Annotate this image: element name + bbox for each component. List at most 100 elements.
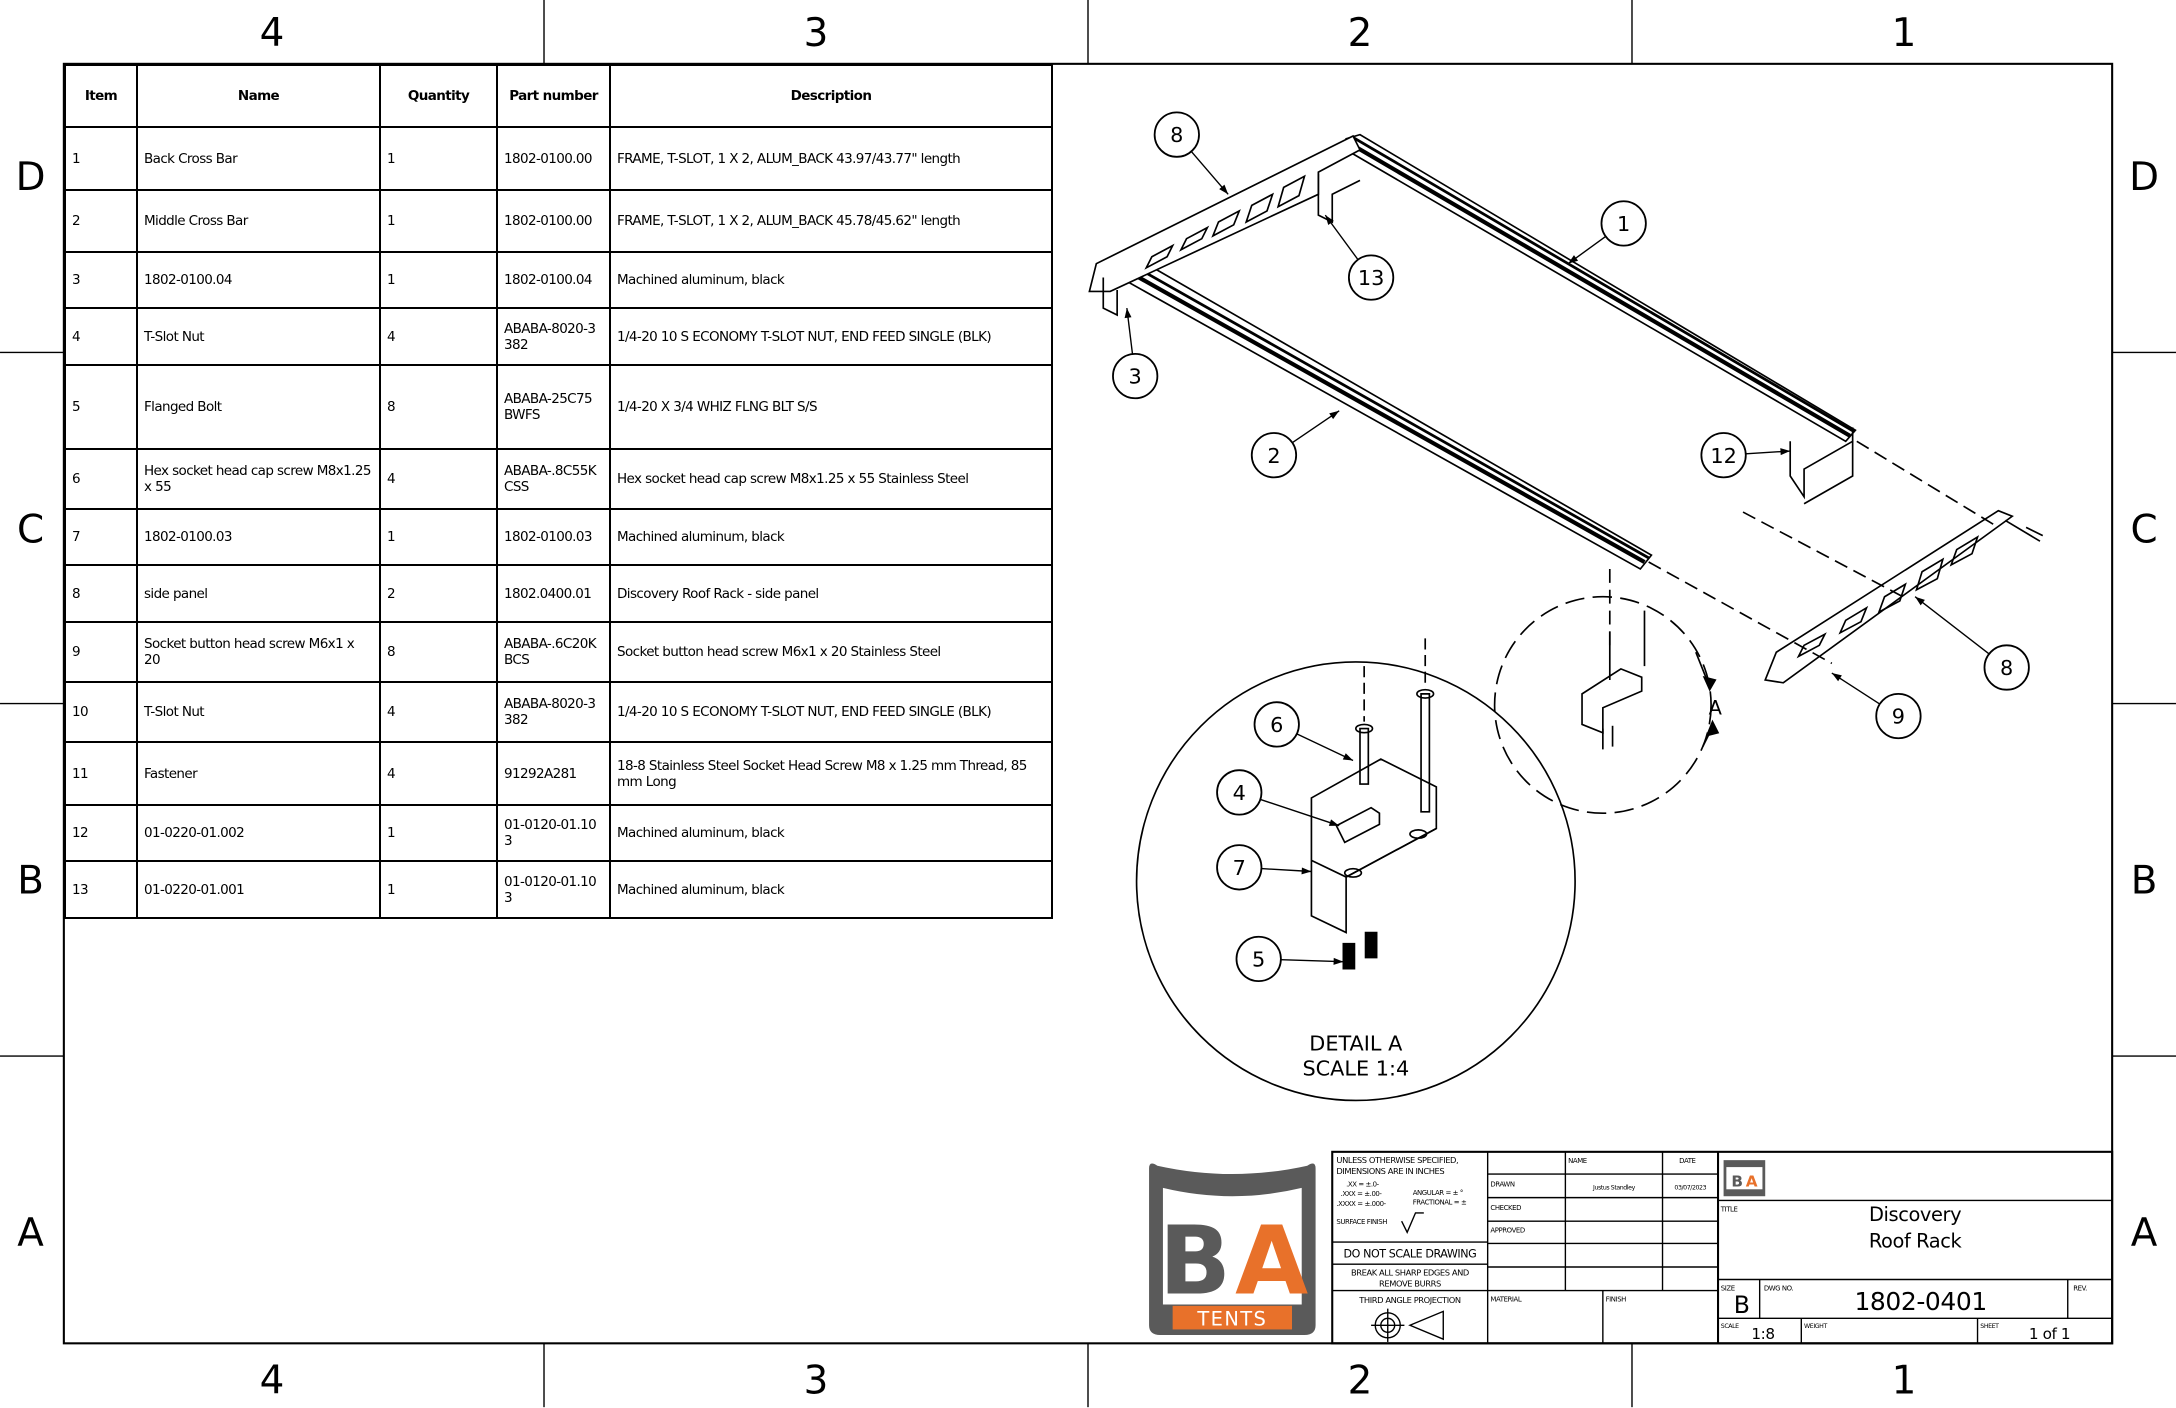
bom-cell-description: 18-8 Stainless Steel Socket Head Screw M… <box>609 741 1053 806</box>
zone-row-c-right: C <box>2131 508 2158 553</box>
sheet-size: B <box>1734 1291 1750 1319</box>
tolerance-note-2: DIMENSIONS ARE IN INCHES <box>1336 1166 1444 1176</box>
bom-cell-item: 4 <box>64 307 138 366</box>
balloon-circle <box>1875 692 1922 740</box>
balloon-circle <box>1216 769 1263 816</box>
drawn-label: DRAWN <box>1490 1181 1514 1189</box>
bom-cell-name: Middle Cross Bar <box>136 189 381 253</box>
bom-cell-description: Machined aluminum, black <box>609 251 1053 309</box>
arrowhead <box>1328 819 1340 826</box>
bom-cell-quantity: 4 <box>379 681 498 743</box>
bom-cell-description: Machined aluminum, black <box>609 508 1053 566</box>
logo-letter-b: B <box>1159 1206 1231 1316</box>
zone-col-2-top: 2 <box>1348 11 1373 56</box>
bom-cell-description: Discovery Roof Rack - side panel <box>609 564 1053 623</box>
arrowhead <box>1301 867 1312 875</box>
bom-cell-description: 1/4-20 10 S ECONOMY T-SLOT NUT, END FEED… <box>609 681 1053 743</box>
arrowhead <box>1333 957 1344 965</box>
break-edges: BREAK ALL SHARP EDGES AND <box>1351 1267 1469 1277</box>
arrowhead <box>1831 673 1842 682</box>
bom-cell-quantity: 4 <box>379 307 498 366</box>
bom-cell-part-number: 01-0120-01.10 3 <box>496 860 611 919</box>
zone-col-1-bottom: 1 <box>1892 1358 1917 1403</box>
drawing-title-line1: Discovery <box>1869 1203 1961 1226</box>
bom-cell-name: 01-0220-01.002 <box>136 804 381 862</box>
bom-cell-part-number: 1802-0100.00 <box>496 189 611 253</box>
ba-tents-logo: B A TENTS <box>1149 1163 1316 1336</box>
zone-labels: 4 3 2 1 4 3 2 1 D C B A D C B A <box>16 11 2159 1403</box>
bom-cell-description: Machined aluminum, black <box>609 804 1053 862</box>
balloon-circle <box>1216 844 1263 891</box>
bom-cell-item: 3 <box>64 251 138 309</box>
balloon-number: 12 <box>1710 444 1736 468</box>
bom-cell-description: 1/4-20 X 3/4 WHIZ FLNG BLT S/S <box>609 364 1053 450</box>
bom-cell-name: Socket button head screw M6x1 x 20 <box>136 621 381 683</box>
bom-cell-part-number: ABABA-.8C55K CSS <box>496 448 611 510</box>
header-quantity: Quantity <box>379 64 498 128</box>
zone-col-4-bottom: 4 <box>260 1358 285 1403</box>
balloon-circle <box>1347 254 1395 301</box>
zone-col-1-top: 1 <box>1892 11 1917 56</box>
bom-cell-item: 1 <box>64 126 138 191</box>
bom-cell-name: 1802-0100.04 <box>136 251 381 309</box>
balloon: 1 <box>1567 200 1647 265</box>
bom-cell-name: Hex socket head cap screw M8x1.25 x 55 <box>136 448 381 510</box>
material-label: MATERIAL <box>1490 1296 1521 1304</box>
break-edges-2: REMOVE BURRS <box>1379 1278 1441 1288</box>
bom-cell-description: FRAME, T-SLOT, 1 X 2, ALUM_BACK 45.78/45… <box>609 189 1053 253</box>
arrowhead <box>1568 255 1579 264</box>
projection-label: THIRD ANGLE PROJECTION <box>1358 1295 1461 1305</box>
zone-row-b-right: B <box>2131 859 2158 904</box>
balloon-circle <box>1153 111 1200 158</box>
leader-line <box>1260 798 1340 827</box>
title-label: TITLE <box>1720 1205 1738 1213</box>
small-logo-letter-b: B <box>1731 1173 1743 1191</box>
balloon-circle <box>1253 701 1300 748</box>
detail-scale: SCALE 1:4 <box>1302 1056 1409 1080</box>
scale-label: SCALE <box>1721 1323 1739 1330</box>
bom-cell-item: 7 <box>64 508 138 566</box>
zone-col-3-top: 3 <box>804 11 829 56</box>
view-letter-a: A <box>1709 697 1723 720</box>
tol-xxx: .XXX = ±.00- <box>1341 1190 1383 1198</box>
title-block: B A <box>1331 1150 2114 1345</box>
bom-cell-part-number: ABABA-8020-3 382 <box>496 681 611 743</box>
bom-cell-item: 12 <box>64 804 138 862</box>
balloon: 7 <box>1216 844 1312 891</box>
bom-cell-item: 10 <box>64 681 138 743</box>
balloon: 6 <box>1253 701 1354 762</box>
bom-cell-quantity: 2 <box>379 564 498 623</box>
bom-cell-part-number: 1802-0100.00 <box>496 126 611 191</box>
arrowhead <box>1780 448 1791 456</box>
assembly-view: A DETAIL A SCALE 1:4 <box>1088 133 2044 1102</box>
bom-cell-part-number: 1802-0100.03 <box>496 508 611 566</box>
bom-cell-name: T-Slot Nut <box>136 307 381 366</box>
dwg-no-label: DWG NO. <box>1764 1285 1794 1293</box>
bom-cell-name: Flanged Bolt <box>136 364 381 450</box>
balloon-circle <box>1235 935 1282 983</box>
drawing-scale: 1:8 <box>1751 1325 1774 1343</box>
small-logo-letter-a: A <box>1746 1173 1758 1191</box>
approved-label: APPROVED <box>1490 1226 1524 1234</box>
bom-cell-item: 9 <box>64 621 138 683</box>
tol-fractional: FRACTIONAL = ± <box>1413 1199 1467 1207</box>
finish-label: FINISH <box>1606 1296 1627 1304</box>
balloon-number: 13 <box>1358 266 1384 290</box>
bom-cell-part-number: 1802-0100.04 <box>496 251 611 309</box>
bom-cell-name: T-Slot Nut <box>136 681 381 743</box>
balloon: 8 <box>1153 111 1229 195</box>
drawing-title-line2: Roof Rack <box>1869 1230 1963 1253</box>
arrowhead <box>1915 596 1925 606</box>
sheet-label: SHEET <box>1980 1323 1999 1330</box>
header-name: Name <box>136 64 381 128</box>
name-header: NAME <box>1568 1157 1587 1165</box>
tol-xxxx: .XXXX = ±.000- <box>1336 1200 1386 1208</box>
